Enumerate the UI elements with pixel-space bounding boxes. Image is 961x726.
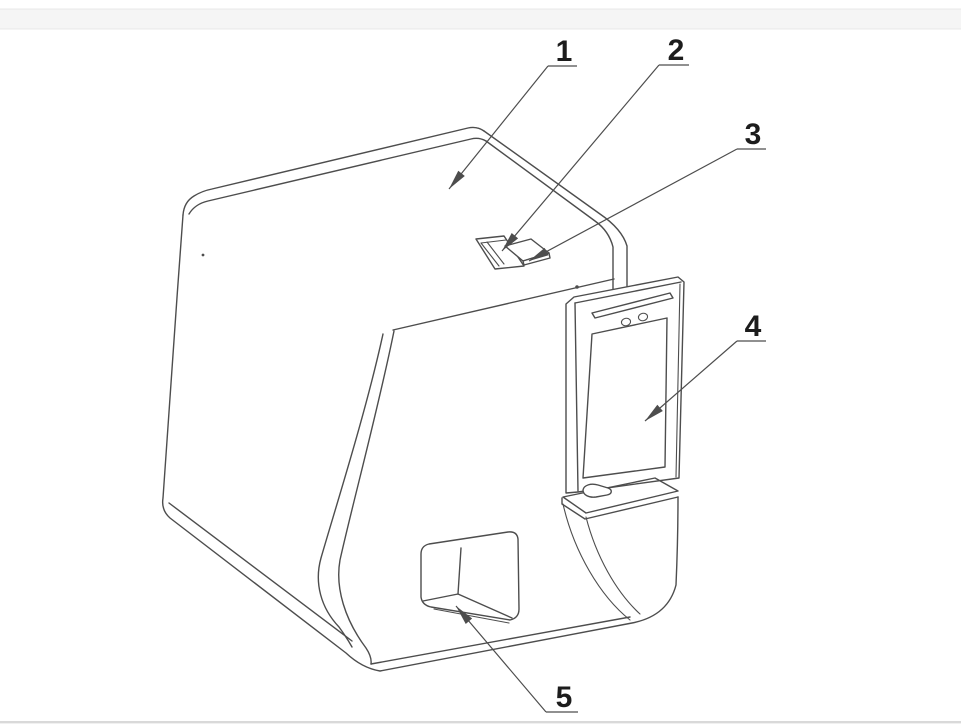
top-right-edge-outer <box>483 130 628 290</box>
slot-inner-wall <box>480 242 500 267</box>
callouts: 1 2 3 4 5 <box>448 34 766 714</box>
port-floor-left <box>422 593 459 602</box>
arrowhead-2 <box>502 233 519 251</box>
arrowhead-3 <box>529 247 549 261</box>
port-floor-right <box>457 593 513 619</box>
port-inner-corner <box>457 547 462 595</box>
leader-line-1 <box>448 65 549 190</box>
display-unit <box>565 276 685 494</box>
bottom-left-band-inner <box>168 502 353 642</box>
arrowhead-5 <box>456 606 473 624</box>
display-left-edge <box>574 302 579 492</box>
leader-line-2 <box>501 64 660 252</box>
bottom-rule <box>0 721 961 724</box>
shelf-thickness <box>561 496 679 520</box>
leader-line-4 <box>644 340 738 422</box>
top-right-edge-inner <box>485 140 614 292</box>
machine-body <box>161 126 679 672</box>
display-hinge <box>582 483 612 498</box>
leader-line-5 <box>455 605 547 713</box>
display-right-edge <box>675 283 681 478</box>
port-outline <box>420 531 520 621</box>
front-port <box>420 531 520 624</box>
callout-label-2: 2 <box>668 34 685 67</box>
shelf-top <box>562 477 679 514</box>
front-right-edge-inner <box>585 516 641 615</box>
callout-label-4: 4 <box>745 310 762 343</box>
pedestal <box>561 477 679 520</box>
top-band <box>0 8 961 30</box>
front-left-edge-outer <box>317 333 384 648</box>
camera-dot-right <box>637 312 649 322</box>
leader-line-3 <box>528 148 738 262</box>
port-lip <box>433 608 510 624</box>
display-body <box>565 276 685 494</box>
arrowhead-1 <box>449 170 465 189</box>
display-screen <box>582 317 668 479</box>
top-left-edge-inner <box>188 137 487 215</box>
front-left-edge-inner <box>338 330 395 665</box>
slot-outline <box>475 235 525 270</box>
callout-label-5: 5 <box>556 681 573 714</box>
front-right-edge-outer <box>562 503 631 621</box>
slot-inner-top <box>480 239 507 244</box>
top-left-edge-outer <box>182 126 485 216</box>
edge-junction-dot <box>575 285 579 289</box>
arrowhead-4 <box>645 404 663 421</box>
slot-inner-wall-2 <box>486 241 505 265</box>
bottom-band-inner <box>370 616 631 665</box>
camera-dot-left <box>620 317 632 327</box>
box-silhouette <box>161 214 679 672</box>
callout-label-3: 3 <box>745 118 762 151</box>
callout-label-1: 1 <box>556 35 573 68</box>
display-speaker-slit <box>591 292 674 319</box>
display-top-edge <box>574 281 682 304</box>
page-chrome <box>0 8 961 724</box>
surface-speck <box>201 253 205 257</box>
